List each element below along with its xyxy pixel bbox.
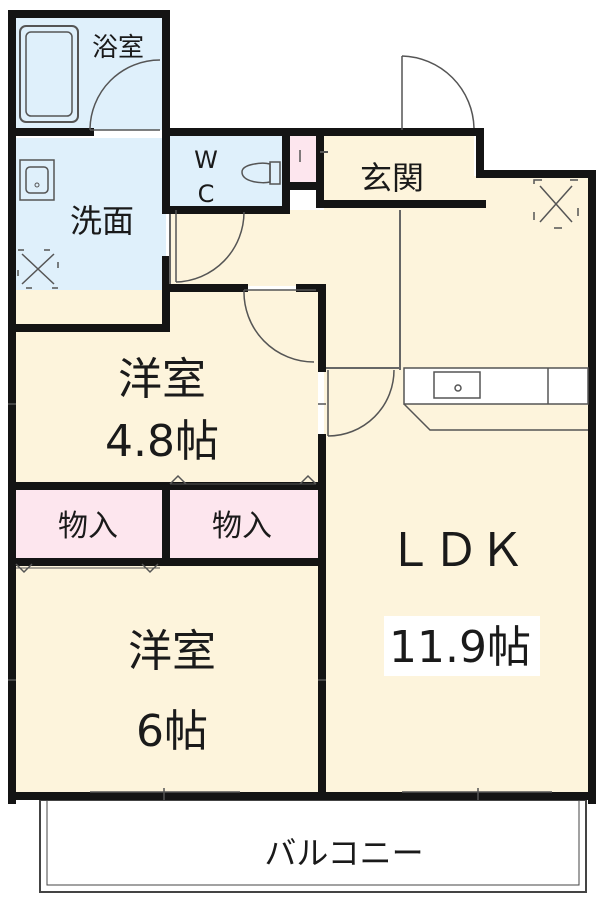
entrance-label: 玄関	[360, 159, 424, 197]
bath-area	[14, 16, 164, 130]
walls	[8, 10, 596, 804]
ldk-door-swing	[327, 369, 395, 437]
ldk-size: 11.9帖	[389, 622, 531, 673]
western-room-2-size: 6帖	[136, 706, 208, 757]
storage-1-area	[14, 490, 162, 560]
bath-label: 浴室	[92, 33, 144, 63]
closet-small	[288, 134, 318, 184]
ventilation-icon	[533, 179, 579, 229]
western-room-2-name: 洋室	[128, 626, 216, 677]
thin-walls	[169, 210, 401, 370]
western-room-2-area	[14, 566, 318, 792]
washbasin-icon	[19, 159, 55, 201]
bath-door-swing	[89, 59, 161, 131]
toilet-label-w: W	[194, 146, 218, 174]
ldk-size-backdrop	[384, 616, 540, 676]
storage-2-label: 物入	[212, 509, 272, 544]
kitchen-counter	[403, 367, 589, 431]
western-room-1-size: 4.8帖	[105, 416, 219, 467]
washing-machine-icon	[17, 249, 59, 289]
toilet-area	[170, 134, 282, 206]
washroom-label: 洗面	[70, 202, 134, 240]
toilet-door-swing	[175, 210, 245, 283]
western-room-1-name: 洋室	[118, 354, 206, 405]
western-room-1-door-swing	[243, 289, 316, 363]
bathtub-icon	[19, 25, 79, 123]
closet-door-markers	[15, 474, 317, 574]
storage-1-label: 物入	[58, 509, 118, 544]
balcony-outline	[39, 799, 587, 893]
ldk-label: ＬＤＫ	[387, 523, 525, 577]
window-markers	[8, 403, 552, 800]
storage-2-area	[170, 490, 318, 560]
toilet-label-c: C	[198, 180, 215, 208]
front-door-swing	[401, 55, 475, 130]
balcony-label: バルコニー	[264, 834, 423, 872]
